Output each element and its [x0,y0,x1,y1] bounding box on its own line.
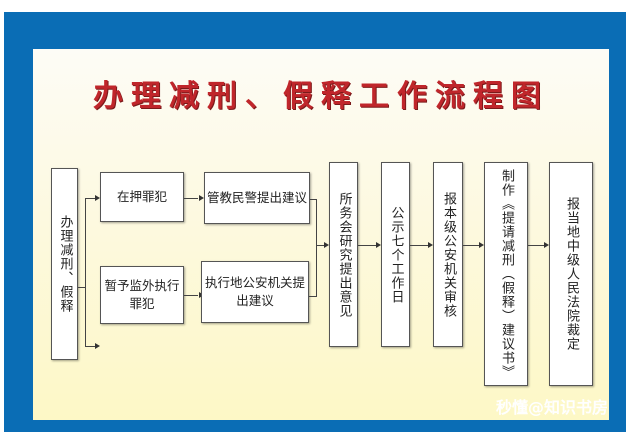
arrow-icon [324,242,329,248]
arrow-icon [95,195,100,201]
connector [528,245,544,246]
step-meeting: 所务会研究提出意见 [329,162,358,347]
arrow-icon [95,343,100,349]
connector [85,198,95,199]
arrow-icon [199,195,204,201]
poster-panel: 办理减刑、假释工作流程图 办理减刑、假释 在押罪犯 管教民警提出建议 暂予监外执… [33,49,609,420]
connector [316,199,317,297]
connector [358,245,376,246]
connector [310,199,317,200]
step-police-review: 报本级公安机关审核 [433,162,463,347]
police-proposal-node: 执行地公安机关提出建议 [201,261,309,323]
connector [410,245,428,246]
outside-execution-node: 暂予监外执行罪犯 [100,266,184,324]
arrow-icon [479,242,484,248]
arrow-icon [428,242,433,248]
warden-proposal-node: 管教民警提出建议 [204,172,310,224]
connector [316,245,324,246]
connector [85,346,95,347]
step-draft-proposal: 制作《提请减刑（假释）建议书》 [484,162,528,386]
step-publicity: 公示七个工作日 [381,162,410,347]
connector [78,287,86,288]
arrow-icon [376,242,381,248]
connector [85,198,86,346]
start-node: 办理减刑、假释 [51,168,78,360]
poster-frame: 办理减刑、假释工作流程图 办理减刑、假释 在押罪犯 管教民警提出建议 暂予监外执… [4,12,626,432]
watermark: 秒懂@知识书房 [495,398,608,417]
connector [184,295,198,296]
in-custody-node: 在押罪犯 [100,172,184,222]
diagram-title: 办理减刑、假释工作流程图 [93,79,549,114]
connector [463,245,479,246]
step-court-ruling: 报当地中级人民法院裁定 [549,162,593,386]
connector [309,296,317,297]
connector [184,198,198,199]
arrow-icon [544,242,549,248]
